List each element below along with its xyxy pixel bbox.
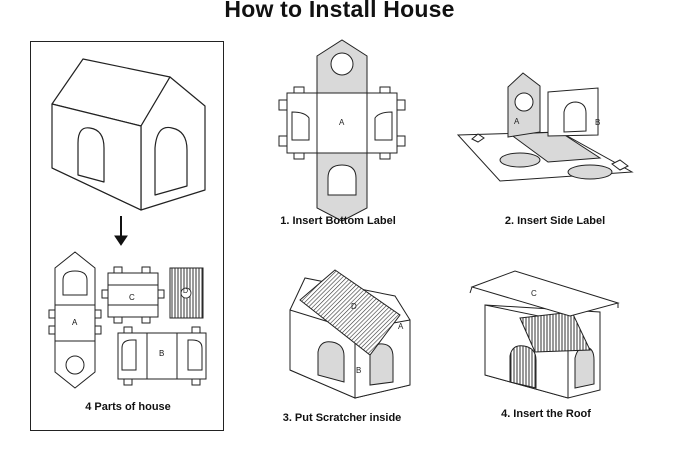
step1-label-a: A xyxy=(339,118,345,127)
step3-caption: 3. Put Scratcher inside xyxy=(282,412,402,424)
part-a-label: A xyxy=(72,318,78,327)
part-c-label: C xyxy=(129,293,135,302)
parts-caption: 4 Parts of house xyxy=(85,401,171,413)
step2-illustration xyxy=(456,72,634,182)
step3-label-b: B xyxy=(356,366,361,375)
page-title: How to Install House xyxy=(224,0,455,22)
part-b-label: B xyxy=(159,349,165,358)
step3-label-d: D xyxy=(351,302,357,311)
part-b-illustration xyxy=(117,326,207,386)
step2-caption: 2. Insert Side Label xyxy=(504,215,606,227)
step4-caption: 4. Insert the Roof xyxy=(501,408,591,420)
step3-illustration xyxy=(289,269,411,399)
assembled-house-illustration xyxy=(51,58,206,211)
step1-caption: 1. Insert Bottom Label xyxy=(280,215,396,227)
down-arrow-icon xyxy=(114,216,128,246)
step3-label-a: A xyxy=(398,322,404,331)
part-a-illustration xyxy=(48,251,102,389)
part-d-scratcher-illustration xyxy=(169,267,204,319)
parts-panel xyxy=(30,41,224,431)
step4-label-c: C xyxy=(531,289,537,298)
step1-illustration xyxy=(278,39,406,222)
step4-illustration xyxy=(469,270,620,399)
step2-label-b: B xyxy=(595,118,600,127)
step2-label-a: A xyxy=(514,117,520,126)
part-d-label: D xyxy=(183,288,189,295)
part-c-illustration xyxy=(101,266,165,324)
